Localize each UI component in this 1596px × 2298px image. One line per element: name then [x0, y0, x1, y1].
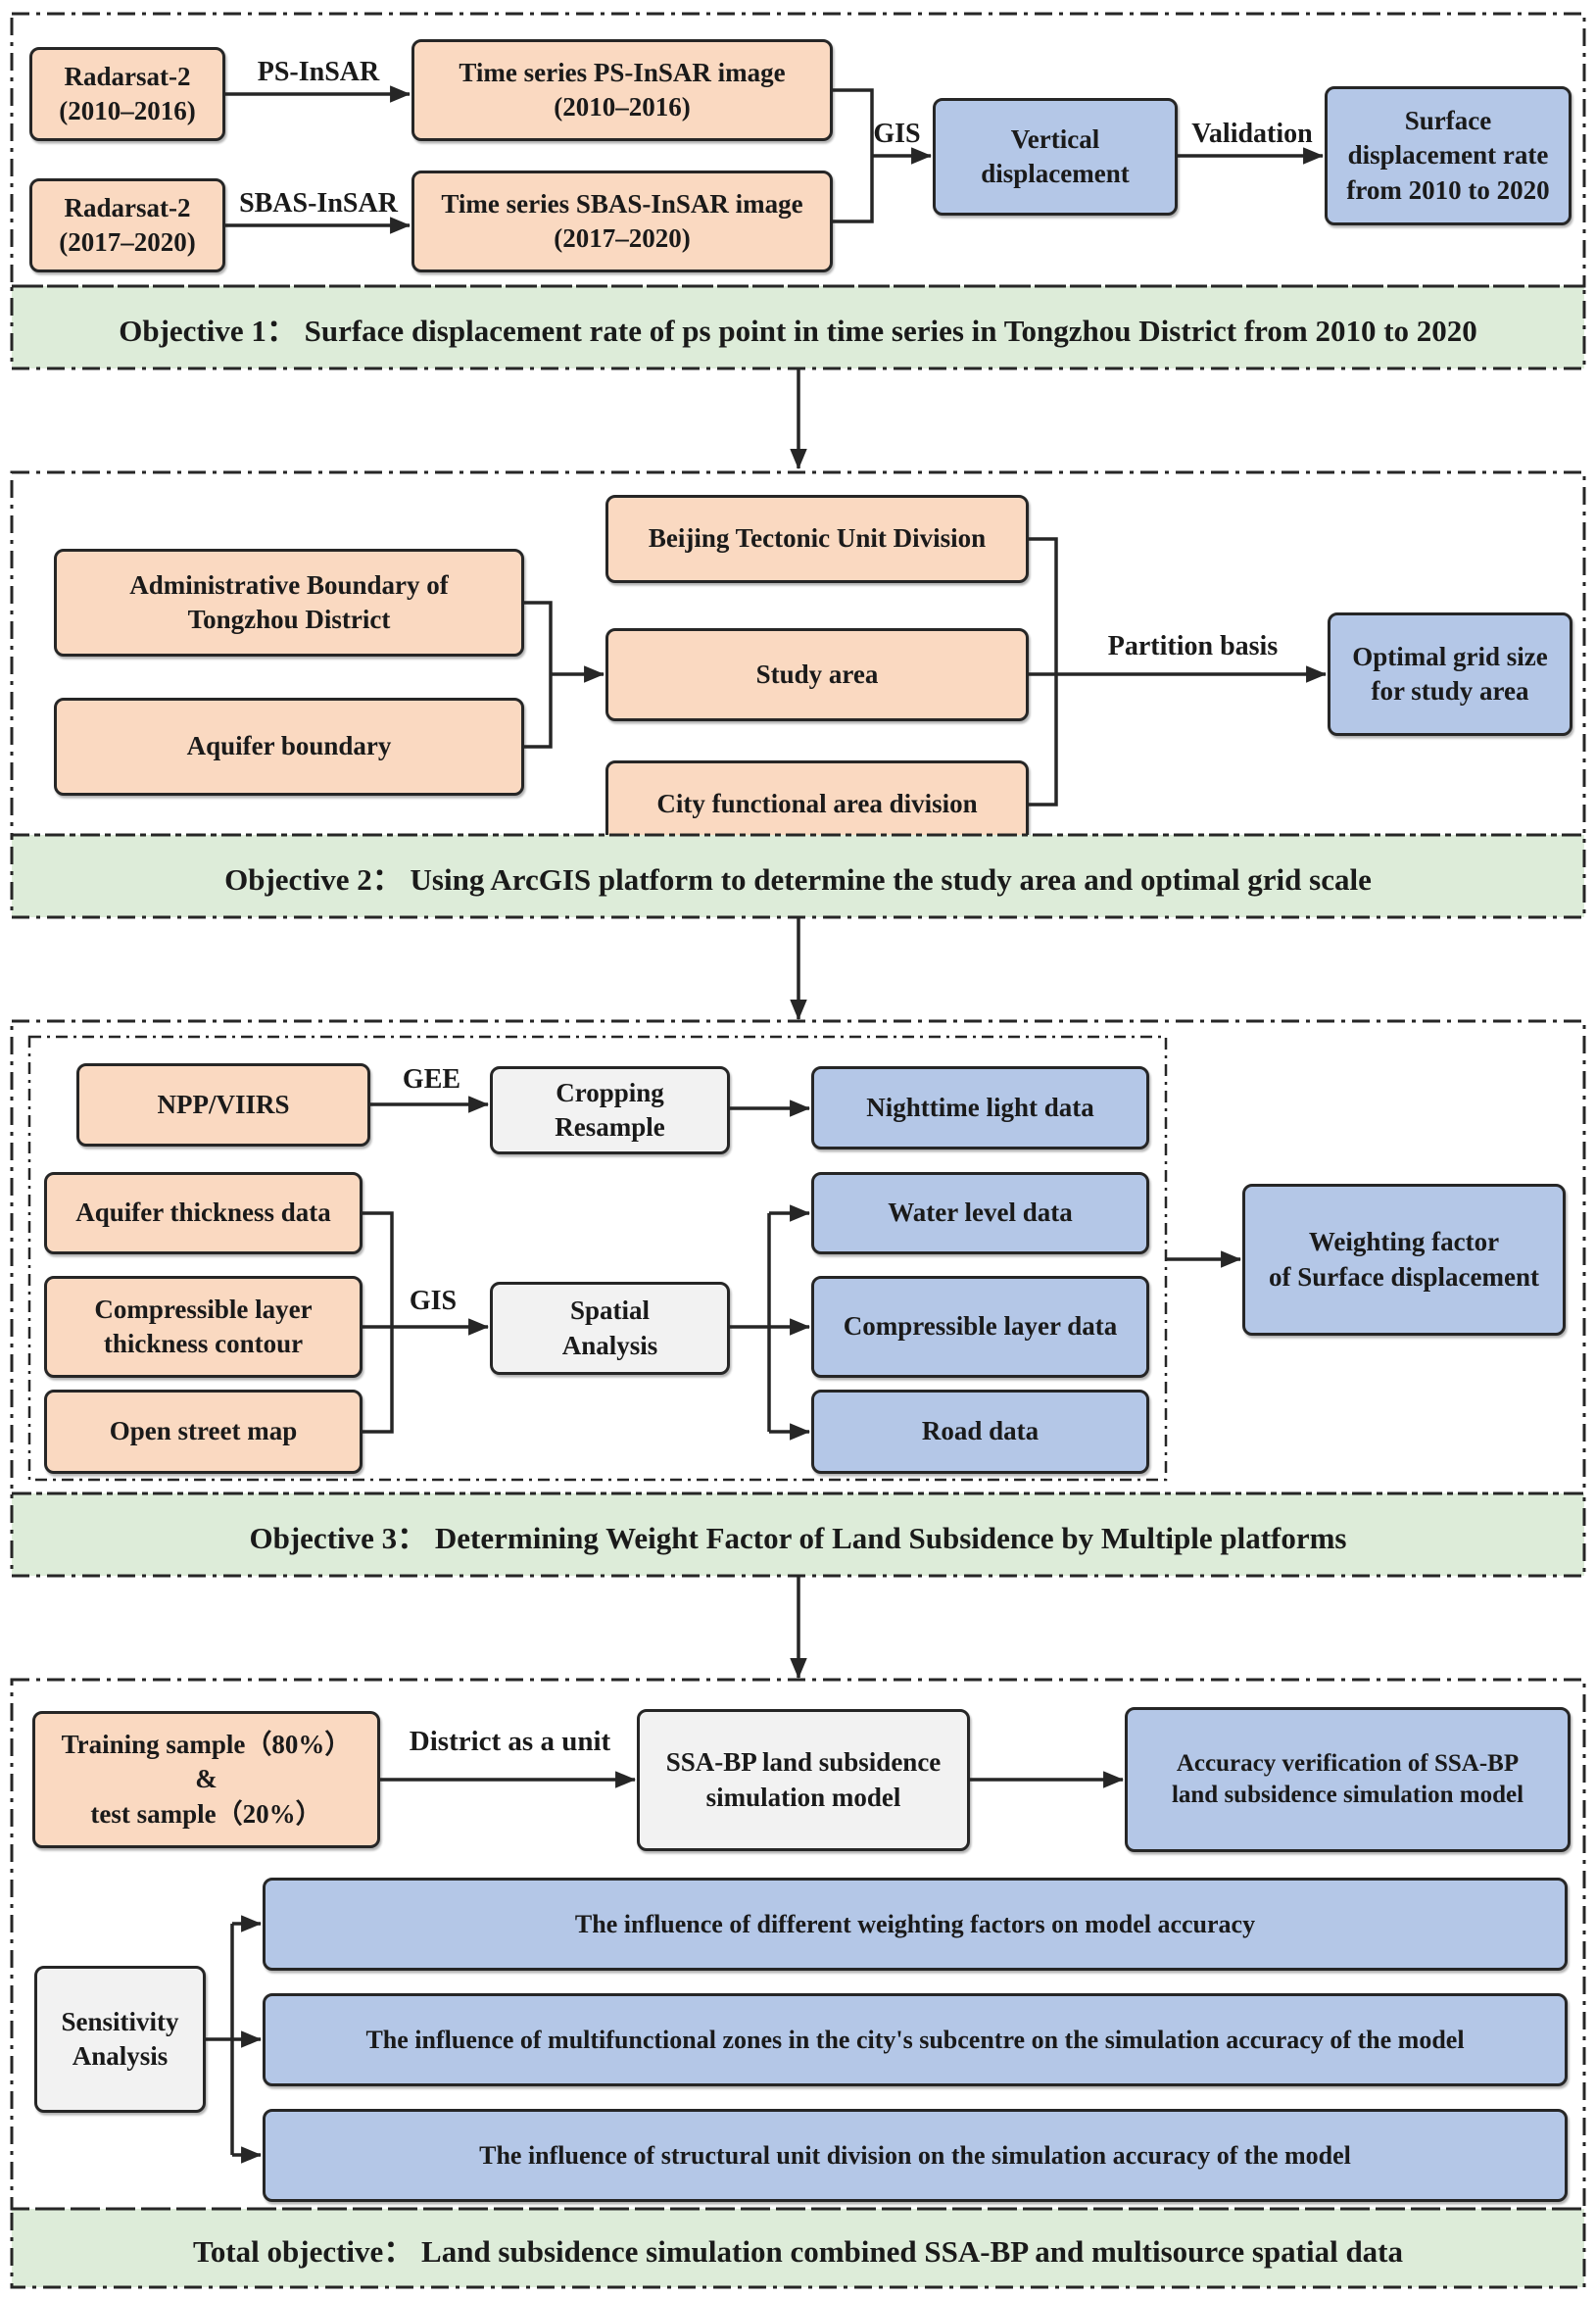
- box-accuracy-verification: Accuracy verification of SSA-BP land sub…: [1125, 1707, 1571, 1852]
- box-open-street-map: Open street map: [44, 1390, 363, 1474]
- text-line: of Surface displacement: [1269, 1261, 1539, 1292]
- box-sensitivity-analysis: Sensitivity Analysis: [34, 1966, 206, 2113]
- text-line: Open street map: [109, 1416, 298, 1446]
- objective-1-bar: Objective 1： Surface displacement rate o…: [12, 286, 1584, 368]
- text-line: Tongzhou District: [187, 605, 391, 634]
- text-line: Sensitivity: [61, 2006, 179, 2036]
- box-aquifer-boundary: Aquifer boundary: [54, 698, 524, 796]
- bracket-divisions: [1029, 537, 1058, 807]
- text-line: thickness contour: [103, 1329, 304, 1358]
- label-partition-basis: Partition basis: [1107, 631, 1279, 661]
- box-npp-viirs: NPP/VIIRS: [76, 1063, 370, 1147]
- text-line: Beijing Tectonic Unit Division: [648, 523, 987, 554]
- label-ps-insar: PS-InSAR: [257, 57, 380, 87]
- box-study-area: Study area: [605, 628, 1029, 721]
- text-line: Surface: [1404, 106, 1492, 136]
- box-surface-rate: Surface displacement rate from 2010 to 2…: [1325, 86, 1572, 225]
- text-line: Aquifer boundary: [186, 731, 392, 761]
- text-line: Accuracy verification of SSA-BP: [1176, 1749, 1520, 1777]
- box-spatial-analysis: Spatial Analysis: [490, 1282, 730, 1375]
- text-line: displacement: [981, 159, 1130, 188]
- box-compressible-data: Compressible layer data: [811, 1276, 1149, 1378]
- text-line: Optimal grid size: [1352, 641, 1548, 671]
- label-gis-1: GIS: [873, 119, 921, 149]
- text-line: (2017–2020): [554, 223, 691, 253]
- box-water-level: Water level data: [811, 1172, 1149, 1254]
- text-line: NPP/VIIRS: [157, 1089, 290, 1119]
- label-district-unit: District as a unit: [409, 1726, 611, 1757]
- text-line: SSA-BP land subsidence: [665, 1747, 942, 1778]
- label-gee: GEE: [402, 1064, 461, 1095]
- box-radarsat-sbas: Radarsat-2 (2017–2020): [29, 178, 225, 272]
- text-line: for study area: [1371, 676, 1529, 706]
- label-gis-2: GIS: [409, 1286, 458, 1316]
- total-objective-bar: Total objective： Land subsidence simulat…: [12, 2209, 1584, 2287]
- text-line: test sample（20%）: [90, 1798, 322, 1829]
- box-influence-structural: The influence of structural unit divisio…: [263, 2109, 1568, 2202]
- text-line: Radarsat-2: [64, 61, 191, 91]
- text-line: Road data: [921, 1416, 1040, 1446]
- text-line: Administrative Boundary of: [129, 569, 449, 600]
- box-road-data: Road data: [811, 1390, 1149, 1474]
- text-line: Cropping: [556, 1077, 664, 1107]
- objective-3-bar: Objective 3： Determining Weight Factor o…: [12, 1493, 1584, 1576]
- box-compressible-contour: Compressible layer thickness contour: [44, 1276, 363, 1378]
- text-line: Time series PS-InSAR image: [459, 57, 786, 87]
- box-timeseries-sbas: Time series SBAS-InSAR image (2017–2020): [411, 171, 833, 272]
- box-radarsat-ps: Radarsat-2 (2010–2016): [29, 47, 225, 141]
- box-vertical-displacement: Vertical displacement: [933, 98, 1178, 216]
- text-line: Aquifer thickness data: [75, 1198, 331, 1228]
- bracket-boundaries: [524, 601, 553, 749]
- text-line: Analysis: [72, 2041, 169, 2071]
- box-influence-weighting: The influence of different weighting fac…: [263, 1878, 1568, 1971]
- bracket-timeseries: [833, 88, 874, 223]
- text-line: displacement rate: [1347, 140, 1549, 171]
- text-line: (2017–2020): [59, 227, 196, 257]
- text-line: The influence of multifunctional zones i…: [365, 2025, 1465, 2054]
- text-line: Training sample（80%）: [61, 1730, 352, 1760]
- text-line: City functional area division: [656, 789, 978, 819]
- text-line: land subsidence simulation model: [1171, 1782, 1524, 1808]
- text-line: The influence of different weighting fac…: [574, 1909, 1256, 1938]
- box-training-sample: Training sample（80%） & test sample（20%）: [32, 1711, 380, 1848]
- text-line: Water level data: [888, 1198, 1073, 1228]
- box-influence-zones: The influence of multifunctional zones i…: [263, 1993, 1568, 2086]
- text-line: from 2010 to 2020: [1346, 174, 1550, 205]
- label-sbas-insar: SBAS-InSAR: [239, 188, 398, 219]
- text-line: (2010–2016): [59, 96, 196, 125]
- text-line: The influence of structural unit divisio…: [479, 2140, 1351, 2170]
- text-line: Nighttime light data: [866, 1092, 1094, 1122]
- text-line: Study area: [755, 659, 879, 689]
- box-timeseries-ps: Time series PS-InSAR image (2010–2016): [411, 39, 833, 141]
- text-line: Analysis: [561, 1330, 658, 1360]
- text-line: Time series SBAS-InSAR image: [441, 188, 803, 219]
- box-ssa-bp-model: SSA-BP land subsidence simulation model: [637, 1709, 970, 1851]
- text-line: simulation model: [705, 1782, 901, 1812]
- objective-2-bar: Objective 2： Using ArcGIS platform to de…: [12, 835, 1584, 917]
- text-line: Radarsat-2: [64, 192, 191, 222]
- text-line: Vertical: [1010, 123, 1100, 154]
- text-line: (2010–2016): [554, 92, 691, 122]
- text-line: Compressible layer data: [843, 1311, 1118, 1342]
- box-optimal-grid: Optimal grid size for study area: [1328, 612, 1572, 736]
- text-line: Resample: [555, 1112, 665, 1142]
- box-weighting-factor: Weighting factor of Surface displacement: [1242, 1184, 1566, 1336]
- box-nighttime-light: Nighttime light data: [811, 1066, 1149, 1149]
- text-line: &: [195, 1764, 218, 1794]
- text-line: Weighting factor: [1308, 1227, 1500, 1257]
- text-line: Spatial: [569, 1296, 651, 1326]
- box-cropping-resample: Cropping Resample: [490, 1066, 730, 1154]
- box-aquifer-thickness: Aquifer thickness data: [44, 1172, 363, 1254]
- label-validation: Validation: [1191, 119, 1313, 149]
- bracket-gis-sources: [363, 1211, 394, 1434]
- text-line: Compressible layer: [94, 1294, 313, 1324]
- box-admin-boundary: Administrative Boundary of Tongzhou Dist…: [54, 549, 524, 657]
- box-beijing-tectonic: Beijing Tectonic Unit Division: [605, 495, 1029, 583]
